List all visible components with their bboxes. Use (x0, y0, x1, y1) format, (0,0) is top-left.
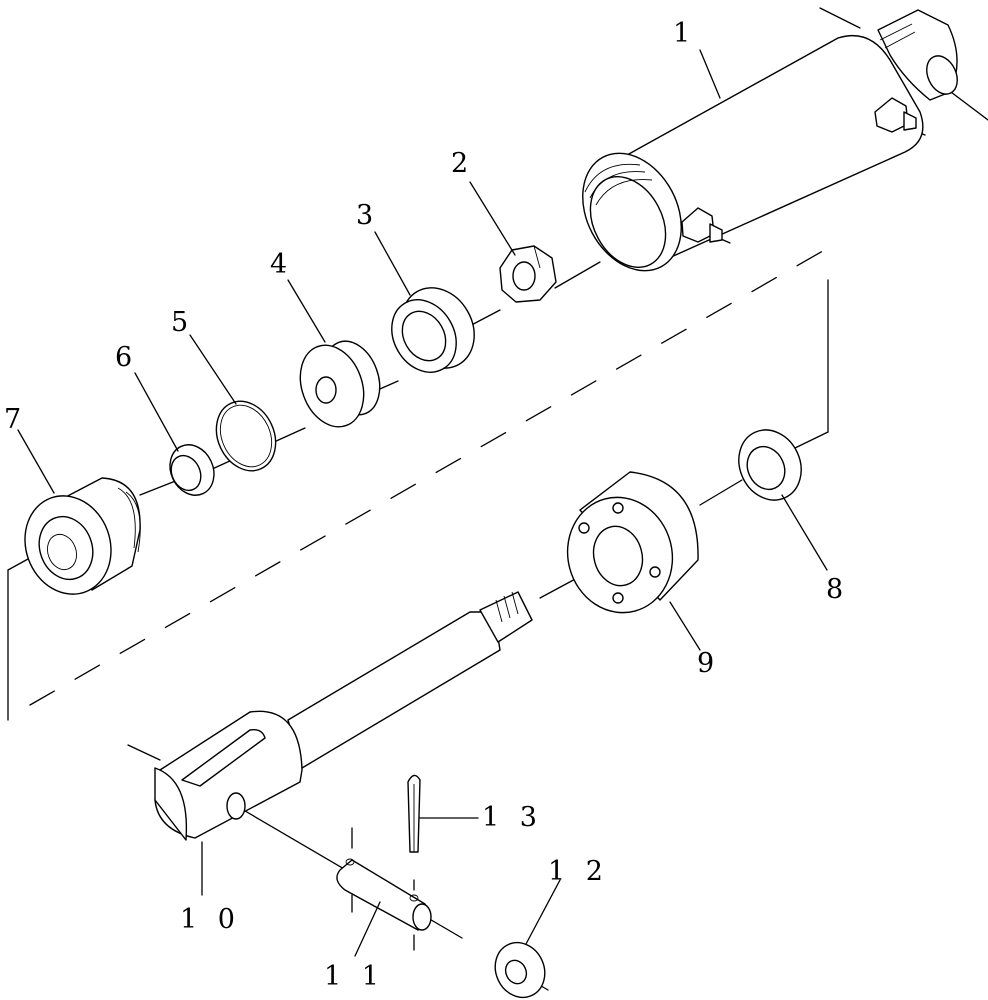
callout-1: 1 (673, 18, 696, 49)
clevis-pin (336, 827, 432, 951)
gland-ring (391, 287, 475, 373)
callout-3: 3 (356, 200, 379, 231)
callout-6: 6 (115, 342, 138, 373)
callout-4: 4 (270, 249, 293, 280)
piston-rod (154, 591, 533, 841)
wiper-seal (169, 444, 215, 496)
washer-12 (494, 941, 546, 999)
o-ring (215, 400, 277, 472)
cylinder-barrel (582, 9, 958, 272)
hex-nut (499, 245, 557, 303)
piston (299, 340, 381, 428)
callout-2: 2 (451, 148, 474, 179)
callout-labels: 1 2 3 4 5 6 7 8 9 1 0 1 1 1 2 1 3 (4, 18, 849, 992)
callout-12: 1 2 (548, 856, 609, 887)
callout-9: 9 (697, 648, 720, 679)
callout-8: 8 (826, 574, 849, 605)
piston-body (566, 471, 699, 614)
callout-10: 1 0 (180, 904, 241, 935)
callout-11: 1 1 (324, 961, 385, 992)
callout-5: 5 (171, 307, 194, 338)
cotter-pin (407, 774, 421, 853)
washer-8 (738, 429, 802, 501)
rod-end-cap (24, 477, 141, 595)
callout-13: 1 3 (482, 802, 543, 833)
leader-lines (17, 49, 828, 957)
callout-7: 7 (4, 404, 27, 435)
